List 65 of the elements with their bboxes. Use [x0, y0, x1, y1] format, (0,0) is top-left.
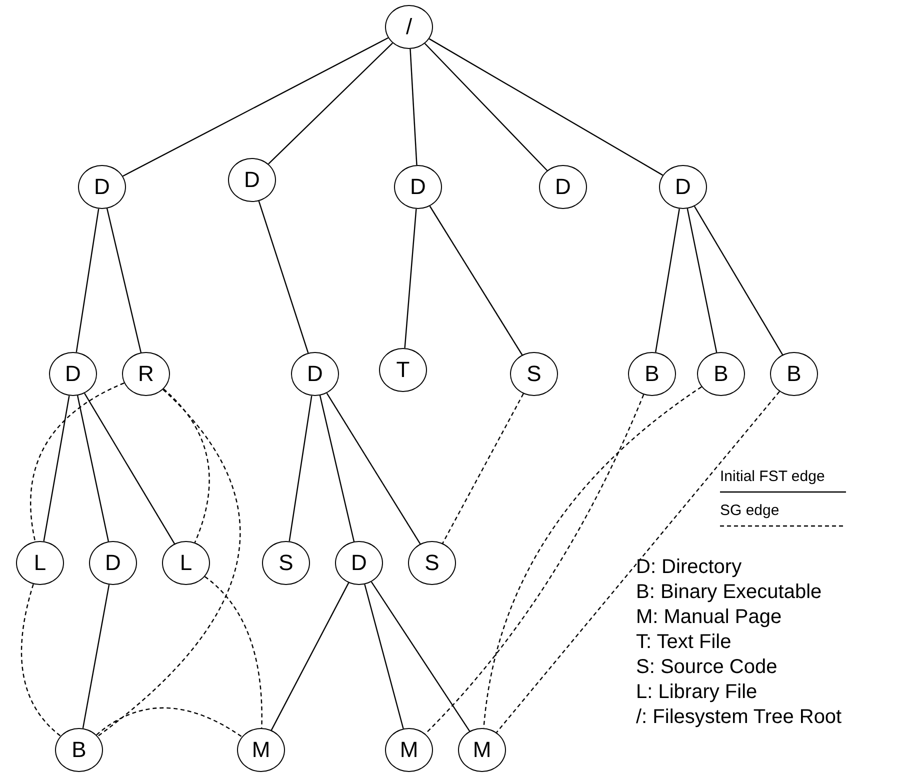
node-ellipse: M [385, 728, 433, 772]
connector-line [319, 395, 355, 542]
connector-line [163, 388, 210, 543]
connector-line [204, 576, 262, 728]
connector-line [694, 206, 784, 355]
node-ellipse: L [16, 541, 64, 585]
node-ellipse: D [78, 165, 126, 209]
connector-line [326, 392, 421, 544]
connector-line [655, 208, 680, 352]
key-text: M: Manual Page [636, 605, 783, 630]
node-ellipse: B [628, 352, 676, 396]
key-text: T: Text File [636, 630, 732, 655]
connector-line [258, 200, 309, 354]
connector-line [370, 582, 470, 732]
connector-line [268, 42, 393, 164]
key-text: B: Binary Executable [636, 580, 823, 605]
connector-line [288, 396, 312, 542]
key-text: S: Source Code [636, 655, 778, 680]
node-ellipse: B [55, 728, 103, 772]
connector-line [424, 394, 644, 734]
connector-line [424, 43, 548, 171]
connector-line [364, 584, 404, 729]
node-ellipse: D [89, 541, 137, 585]
node-ellipse: S [510, 352, 558, 396]
connector-line [686, 208, 718, 352]
key-text: /: Filesystem Tree Root [636, 705, 842, 730]
connector-line [76, 208, 100, 352]
connector-line [106, 208, 142, 353]
connector-line [20, 584, 61, 736]
node-ellipse: / [385, 5, 433, 49]
node-ellipse: D [49, 352, 97, 396]
connector-line [122, 37, 388, 177]
node-ellipse: B [770, 352, 818, 396]
connector-line [270, 582, 350, 730]
node-ellipse: D [394, 165, 442, 209]
connector-line [96, 707, 242, 738]
legend-text: SG edge [720, 502, 780, 520]
node-ellipse: R [122, 352, 170, 396]
node-ellipse: B [697, 352, 745, 396]
connector-line [429, 206, 523, 356]
node-ellipse: M [458, 728, 506, 772]
connector-line [82, 584, 110, 728]
connector-line [442, 393, 524, 544]
connector-line [97, 389, 241, 737]
connector-line [404, 208, 417, 348]
node-ellipse: D [539, 165, 587, 209]
connector-line [30, 382, 124, 542]
node-ellipse: D [228, 158, 276, 202]
node-ellipse: D [335, 541, 383, 585]
key-text: D: Directory [636, 555, 743, 580]
key-text: L: Library File [636, 680, 758, 705]
node-ellipse: S [262, 541, 310, 585]
connector-line [496, 391, 780, 733]
connector-line [43, 396, 70, 542]
connector-line [76, 395, 110, 542]
node-ellipse: D [659, 165, 707, 209]
legend-text: Initial FST edge [720, 468, 825, 487]
connector-line [410, 48, 418, 166]
node-ellipse: M [237, 728, 285, 772]
node-ellipse: S [408, 541, 456, 585]
connector-line [428, 38, 664, 176]
node-ellipse: D [291, 352, 339, 396]
connector-line [84, 392, 175, 544]
node-ellipse: T [379, 348, 427, 392]
node-ellipse: L [162, 541, 210, 585]
